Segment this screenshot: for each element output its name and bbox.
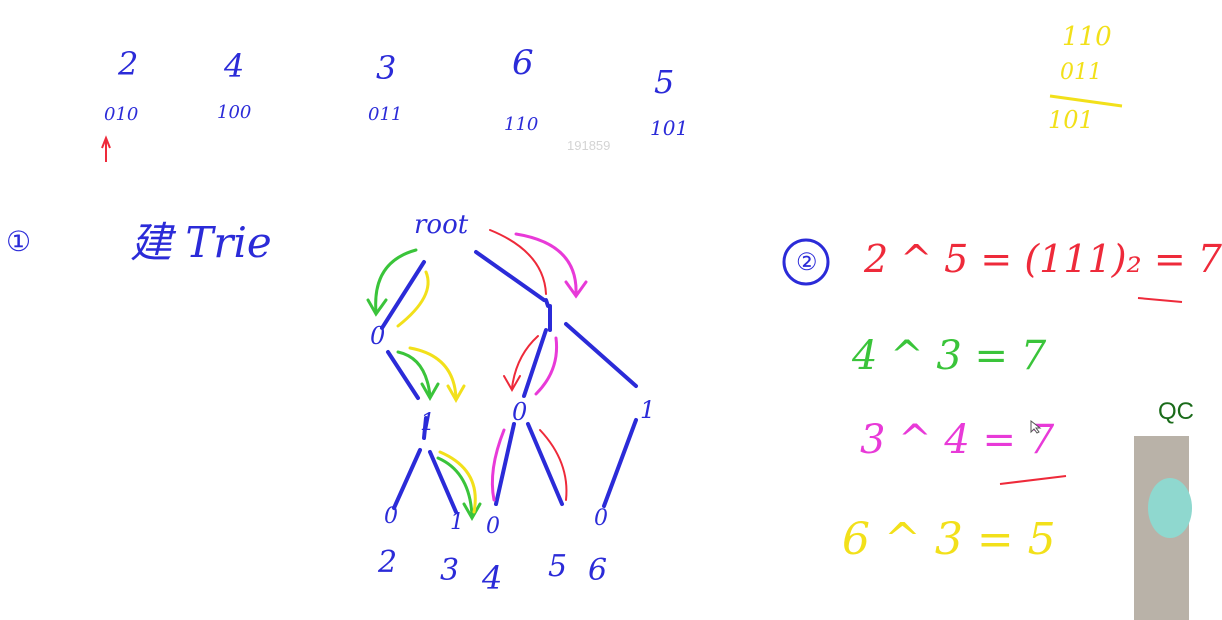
number-value: 2 — [118, 45, 139, 83]
path-arrow-magenta — [490, 232, 588, 502]
binary-value: 011 — [368, 104, 403, 125]
xor-operand-top: 110 — [1062, 22, 1112, 52]
number-value: 4 — [224, 47, 245, 85]
path-arrow-green — [366, 248, 482, 522]
xor-divider — [1049, 94, 1123, 108]
xor-result: 101 — [1048, 106, 1094, 134]
trie-node: 0 — [370, 322, 386, 350]
trie-leaf: 0 — [594, 506, 608, 531]
trie-leaf: 1 — [450, 510, 464, 535]
binary-value: 100 — [217, 102, 252, 123]
watermark: 191859 — [567, 138, 611, 153]
leaf-value: 4 — [482, 559, 503, 597]
step2-marker: ② — [796, 248, 818, 276]
path-arrow-yellow — [396, 270, 477, 514]
xor-operand-mid: 011 — [1060, 60, 1102, 85]
binary-value: 101 — [650, 116, 689, 140]
number-value: 3 — [376, 49, 397, 87]
webcam-subject — [1148, 478, 1192, 538]
step2-circle — [782, 238, 830, 286]
leaf-value: 5 — [548, 549, 568, 584]
answer-underline — [1137, 297, 1183, 303]
trie-edges — [380, 250, 638, 514]
leaf-value: 3 — [440, 553, 460, 588]
number-value: 5 — [654, 63, 675, 101]
trie-leaf: 0 — [384, 504, 398, 529]
leaf-value: 6 — [588, 553, 608, 588]
xor-line: 6 ^ 3 = 5 — [842, 514, 1056, 565]
trie-leaf: 0 — [486, 514, 500, 539]
cursor-icon — [1030, 419, 1042, 434]
leaf-value: 2 — [378, 545, 398, 580]
path-arrow-red — [489, 229, 568, 501]
webcam-label: QC — [1158, 398, 1194, 425]
xor-line: 3 ^ 4 = 7 — [860, 417, 1055, 463]
xor-line: 2 ^ 5 = (111)₂ = 7 — [864, 237, 1222, 281]
whiteboard: 2 4 3 6 5 010 100 011 110 101 110 011 10… — [6, 22, 1222, 620]
webcam-feed — [1134, 436, 1192, 620]
pointer-tick — [101, 135, 111, 162]
step1-label: 建 Trie — [130, 218, 272, 267]
binary-value: 110 — [504, 114, 539, 135]
trie-node: 0 — [512, 398, 528, 426]
binary-value: 010 — [104, 104, 139, 125]
trie-root-label: root — [414, 210, 469, 240]
trie-drawing — [101, 94, 1183, 522]
trie-node: 1 — [640, 396, 656, 424]
xor-line: 4 ^ 3 = 7 — [852, 333, 1047, 379]
number-value: 6 — [512, 43, 534, 83]
answer-underline — [999, 475, 1067, 485]
step1-marker: ① — [6, 225, 32, 258]
